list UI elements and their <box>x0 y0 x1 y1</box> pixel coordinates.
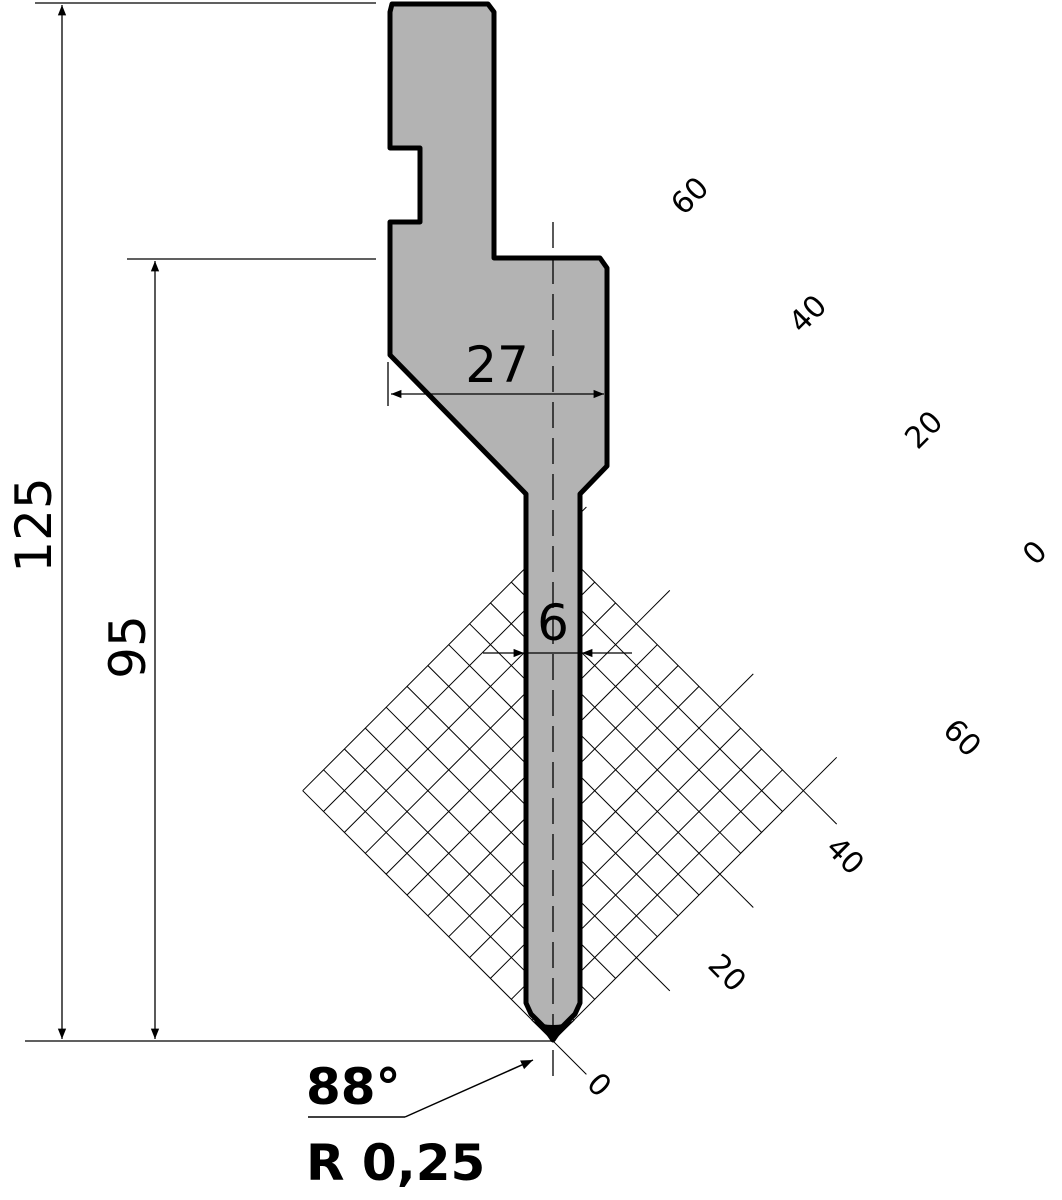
grid-label-upper-60: 60 <box>664 170 716 222</box>
grid-tick-upper <box>636 590 671 625</box>
dimension-95-label: 95 <box>99 615 157 679</box>
grid-tick-lower <box>802 790 838 825</box>
grid-label-upper-40: 40 <box>782 288 834 340</box>
grid-tick-upper <box>719 673 754 708</box>
tip-angle-label: 88° <box>306 1058 401 1116</box>
grid-tick-upper <box>802 756 838 792</box>
grid-tick-lower <box>552 1040 587 1075</box>
grid-label-upper-0: 0 <box>1016 534 1054 572</box>
punch-profile <box>387 1 610 1043</box>
grid-label-origin-0: 0 <box>580 1066 618 1104</box>
tip-leader-line <box>404 1059 534 1118</box>
grid-label-lower-60: 60 <box>936 712 988 764</box>
grid-line-a <box>552 540 804 792</box>
dimension-27-label: 27 <box>465 336 529 394</box>
dimension-125-label: 125 <box>5 477 63 572</box>
grid-tick-lower <box>719 873 754 908</box>
grid-line-b <box>302 540 554 792</box>
grid-tick-lower <box>636 957 671 992</box>
grid-label-upper-20: 20 <box>898 404 950 456</box>
grid-label-lower-40: 40 <box>819 830 871 882</box>
grid-labels-upper: 60 40 20 0 <box>664 170 1054 572</box>
tip-radius-label: R 0,25 <box>306 1134 485 1192</box>
dimension-6-label: 6 <box>537 594 569 652</box>
grid-label-lower-20: 20 <box>701 947 753 999</box>
